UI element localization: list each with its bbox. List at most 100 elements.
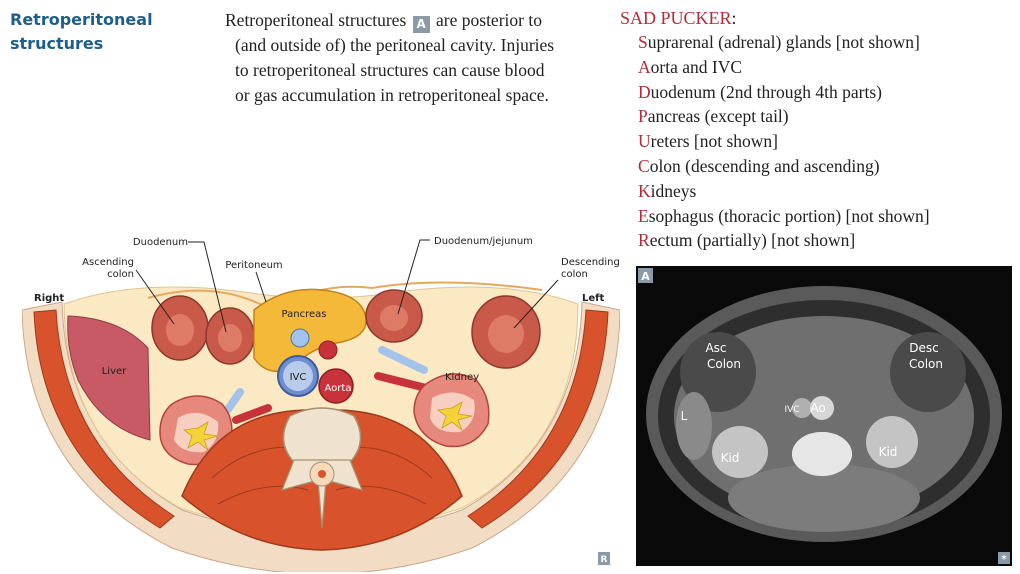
- retroperitoneal-cross-section-diagram: Duodenum Ascending colon Peritoneum Duod…: [22, 236, 620, 572]
- liver: [67, 315, 151, 441]
- mnemonic-rest: orta and IVC: [650, 56, 743, 77]
- muscle-striation: [211, 446, 433, 505]
- ivc-lumen: [283, 361, 313, 391]
- right-renal-artery: [232, 404, 272, 424]
- mnemonic-list: Suprarenal (adrenal) glands [not shown] …: [620, 30, 1020, 253]
- mnemonic-item: Ureters [not shown]: [638, 129, 1020, 154]
- diagram-corner-mark-box: [598, 552, 610, 565]
- mnemonic-initial: C: [638, 155, 650, 176]
- mnemonic-rest: reters [not shown]: [650, 131, 778, 152]
- left-renal-artery: [374, 372, 430, 392]
- mnemonic-item: Pancreas (except tail): [638, 104, 1020, 129]
- ct-right-kidney: [712, 426, 768, 478]
- mnemonic-initial: R: [638, 230, 650, 251]
- ct-ivc: [792, 398, 812, 418]
- vertebral-body: [282, 407, 362, 468]
- label-ivc: IVC: [290, 372, 307, 383]
- mnemonic-initial: K: [638, 180, 651, 201]
- mnemonic-item: Kidneys: [638, 179, 1020, 204]
- ct-back-muscles: [728, 464, 920, 532]
- leader-ascending-colon: [135, 269, 175, 325]
- mnemonic-rest: uodenum (2nd through 4th parts): [650, 81, 882, 102]
- ct-label-liver: L: [681, 409, 688, 423]
- duodenum-lumen: [218, 324, 242, 352]
- ct-label-asc-2: Colon: [707, 357, 741, 371]
- ct-corner-mark: *: [1001, 554, 1007, 565]
- body-wall: [22, 301, 620, 572]
- label-liver: Liver: [102, 366, 127, 377]
- mnemonic-initial: A: [638, 56, 651, 77]
- label-aorta: Aorta: [325, 383, 352, 394]
- ct-panel-label: A: [641, 270, 650, 283]
- left-renal-pelvis: [436, 401, 473, 432]
- intro-line-3: to retroperitoneal structures can cause …: [235, 60, 545, 80]
- intro-line-2: (and outside of) the peritoneal cavity. …: [235, 35, 555, 55]
- mnemonic-item: Rectum (partially) [not shown]: [638, 228, 1020, 253]
- left-abdominal-muscle: [467, 309, 609, 529]
- left-renal-vein: [378, 346, 428, 374]
- intro-line-4: or gas accumulation in retroperitoneal s…: [235, 85, 549, 105]
- ct-label-left-kidney: Kid: [879, 445, 898, 459]
- ct-label-asc-1: Asc: [705, 341, 726, 355]
- label-duodenum-jejunum: Duodenum/jejunum: [434, 236, 533, 247]
- label-descending-colon-2: colon: [561, 269, 588, 280]
- label-descending-colon-1: Descending: [561, 257, 620, 268]
- mnemonic-item: Duodenum (2nd through 4th parts): [638, 80, 1020, 105]
- spinal-cord: [318, 470, 326, 478]
- leader-descending-colon: [513, 279, 559, 329]
- vertebral-arch: [280, 459, 364, 529]
- ct-corner-mark-box: [998, 552, 1010, 564]
- ct-label-right-kidney: Kid: [721, 451, 740, 465]
- ct-vertebra-front: [792, 432, 852, 476]
- mnemonic-colon: :: [731, 8, 737, 28]
- small-artery: [318, 340, 338, 360]
- label-pancreas: Pancreas: [282, 309, 327, 320]
- figure-a-marker: A: [412, 16, 430, 33]
- leader-peritoneum: [255, 271, 267, 303]
- duodenum-jejunum-lumen: [380, 305, 408, 331]
- mnemonic-initial: P: [638, 106, 648, 127]
- label-peritoneum: Peritoneum: [225, 260, 282, 271]
- ct-ascending-colon-region: [680, 332, 756, 412]
- heading-line-2: structures: [10, 34, 104, 53]
- mnemonic-item: Suprarenal (adrenal) glands [not shown]: [638, 30, 1020, 55]
- leader-duodenum: [188, 241, 227, 333]
- ct-label-desc-2: Colon: [909, 357, 943, 371]
- mnemonic-title: SAD PUCKER:: [620, 6, 1020, 30]
- mnemonic-item: Aorta and IVC: [638, 55, 1020, 80]
- aorta-vessel: [318, 368, 354, 404]
- label-ascending-colon-2: colon: [107, 269, 134, 280]
- mnemonic-item: Colon (descending and ascending): [638, 154, 1020, 179]
- intro-paragraph: Retroperitoneal structures A are posteri…: [225, 8, 600, 108]
- right-abdominal-muscle: [33, 309, 175, 529]
- label-ascending-colon-1: Ascending: [82, 257, 134, 268]
- section-heading: Retroperitoneal structures: [10, 8, 180, 56]
- mnemonic-rest: ancreas (except tail): [647, 106, 789, 127]
- ct-label-aorta: Ao: [810, 401, 825, 415]
- mnemonic-title-text: SAD PUCKER: [620, 8, 732, 28]
- mnemonic-rest: sophagus (thoracic portion) [not shown]: [648, 205, 930, 226]
- ct-panel-label-box: [638, 268, 653, 283]
- mnemonic-initial: U: [638, 131, 651, 152]
- descending-colon-lumen: [488, 315, 524, 353]
- intro-text-start: Retroperitoneal structures: [225, 10, 407, 30]
- small-vein: [290, 328, 310, 348]
- label-duodenum: Duodenum: [133, 237, 188, 248]
- label-kidney: Kidney: [445, 372, 479, 383]
- mnemonic-rest: ectum (partially) [not shown]: [649, 230, 856, 251]
- label-left: Left: [582, 293, 605, 304]
- ct-label-ivc: IVC: [784, 405, 799, 415]
- mnemonic-initial: D: [638, 81, 651, 102]
- label-right: Right: [34, 293, 64, 304]
- ct-aorta: [810, 396, 834, 420]
- right-renal-pelvis: [182, 421, 219, 452]
- ct-descending-colon-region: [890, 332, 966, 412]
- mnemonic-rest: olon (descending and ascending): [649, 155, 880, 176]
- mnemonic-item: Esophagus (thoracic portion) [not shown]: [638, 204, 1020, 229]
- diagram-corner-mark: R: [601, 555, 608, 565]
- ct-label-desc-1: Desc: [909, 341, 938, 355]
- mnemonic-rest: uprarenal (adrenal) glands [not shown]: [647, 32, 920, 52]
- leader-duodenum-jejunum: [397, 239, 430, 315]
- mnemonic-initial: E: [638, 205, 649, 226]
- mnemonic-initial: S: [638, 32, 648, 52]
